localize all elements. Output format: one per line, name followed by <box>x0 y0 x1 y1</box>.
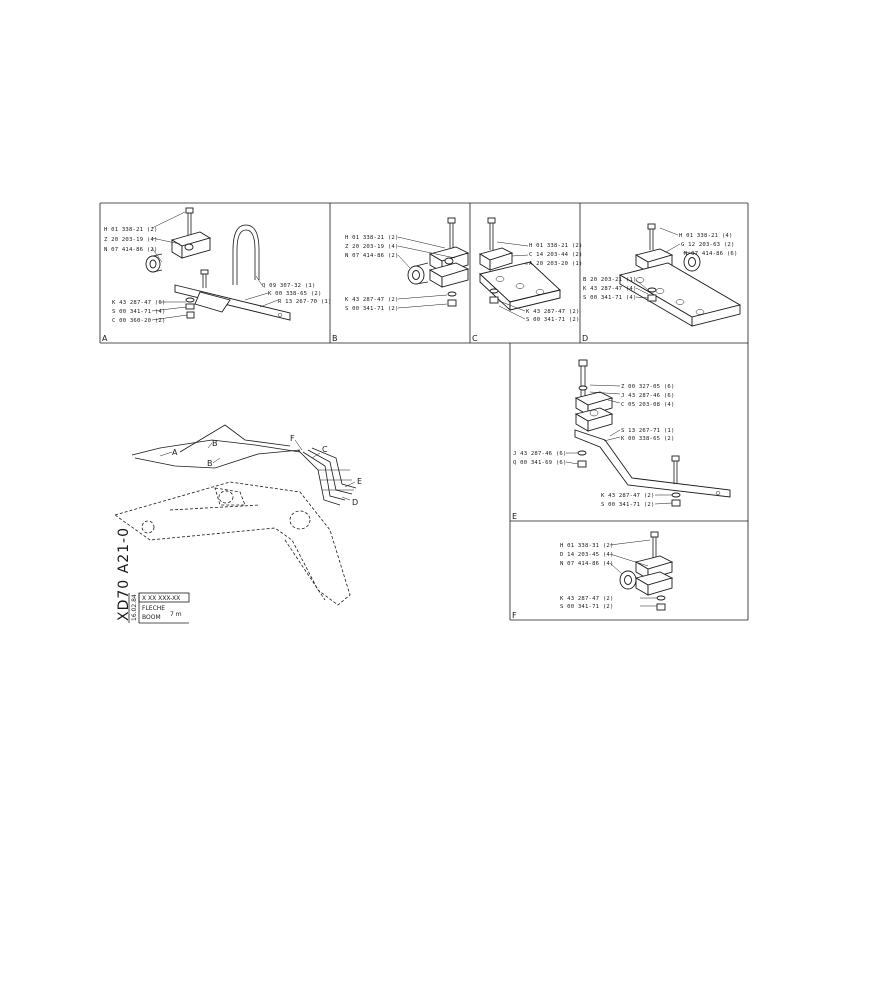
label-d-5: S 00 341-71 (4) <box>583 295 637 301</box>
label-e-4: K 00 338-65 (2) <box>621 436 675 442</box>
label-a-1: Z 20 203-19 (4) <box>104 237 158 243</box>
label-a-4: K 00 338-65 (2) <box>268 291 322 297</box>
label-e-3: S 13 267-71 (1) <box>621 428 675 434</box>
drawing-number: XD70 A21-0 <box>116 527 132 621</box>
drawing-code: X XX XXX-XX <box>142 595 180 602</box>
label-a-3: Q 09 307-32 (1) <box>262 283 316 289</box>
title-block: XD70 A21-0 16.02.84 X XX XXX-XX FLECHE B… <box>116 527 190 624</box>
callout-d: D <box>352 498 358 507</box>
label-a-2: N 07 414-86 (2) <box>104 247 158 253</box>
label-a-6: K 43 287-47 (6) <box>112 300 166 306</box>
drawing-date: 16.02.84 <box>131 594 138 621</box>
label-c-3: K 43 287-47 (2) <box>526 309 580 315</box>
panel-letter-f: F <box>512 611 517 620</box>
panel-f: H 01 338-31 (2) D 14 203-45 (4) N 07 414… <box>512 531 674 620</box>
label-e-6: Q 00 341-69 (6) <box>513 460 567 466</box>
panel-b: H 01 338-21 (2) Z 20 203-19 (4) N 07 414… <box>332 217 470 343</box>
label-b-1: Z 20 203-19 (4) <box>345 244 399 250</box>
label-b-0: H 01 338-21 (2) <box>345 235 399 241</box>
panel-c: H 01 338-21 (2) C 14 203-44 (2) A 20 203… <box>472 217 583 343</box>
label-d-4: K 43 287-47 (4) <box>583 286 637 292</box>
label-f-0: H 01 338-31 (2) <box>560 543 614 549</box>
label-e-2: C 05 203-08 (4) <box>621 402 675 408</box>
label-a-8: C 00 360-20 (2) <box>112 318 166 324</box>
label-f-1: D 14 203-45 (4) <box>560 552 614 558</box>
label-a-7: S 00 341-71 (4) <box>112 309 166 315</box>
label-e-5: J 43 287-46 (6) <box>513 451 567 457</box>
label-b-2: N 07 414-86 (2) <box>345 253 399 259</box>
detail-panels-frame <box>99 202 749 621</box>
label-e-7: K 43 287-47 (2) <box>601 493 655 499</box>
boom-overview: A B B F C E D <box>114 424 362 606</box>
label-e-0: Z 00 327-05 (6) <box>621 384 675 390</box>
callout-f: F <box>290 434 295 443</box>
label-c-1: C 14 203-44 (2) <box>529 252 583 258</box>
label-c-2: A 20 203-20 (1) <box>529 261 583 267</box>
panel-e: Z 00 327-05 (6) J 43 287-46 (6) C 05 203… <box>512 359 731 521</box>
panel-letter-e: E <box>512 512 517 521</box>
label-d-0: H 01 338-21 (4) <box>679 233 733 239</box>
label-f-3: K 43 287-47 (2) <box>560 596 614 602</box>
panel-letter-a: A <box>102 334 108 343</box>
callout-c: C <box>322 445 328 454</box>
label-d-2: N 07 414-86 (6) <box>684 251 738 257</box>
panel-letter-c: C <box>472 334 478 343</box>
label-b-4: S 00 341-71 (2) <box>345 306 399 312</box>
callout-b-2: B <box>207 459 213 468</box>
panel-letter-b: B <box>332 334 338 343</box>
label-a-5: R 13 267-70 (1) <box>278 299 332 305</box>
label-c-0: H 01 338-21 (2) <box>529 243 583 249</box>
label-f-4: S 00 341-71 (2) <box>560 604 614 610</box>
title-fr: FLECHE <box>142 605 165 612</box>
callout-b-1: B <box>212 439 218 448</box>
panel-a: H 01 338-21 (2) Z 20 203-19 (4) N 07 414… <box>102 207 332 343</box>
panel-letter-d: D <box>582 334 588 343</box>
label-b-3: K 43 287-47 (2) <box>345 297 399 303</box>
callout-e: E <box>357 477 362 486</box>
panel-d: H 01 338-21 (4) G 12 203-63 (2) N 07 414… <box>582 223 742 343</box>
label-d-3: B 20 203-21 (1) <box>583 277 637 283</box>
label-e-8: S 00 341-71 (2) <box>601 502 655 508</box>
label-a-0: H 01 338-21 (2) <box>104 227 158 233</box>
label-c-4: S 00 341-71 (2) <box>526 317 580 323</box>
label-d-1: G 12 203-63 (2) <box>681 242 735 248</box>
label-f-2: N 07 414-86 (4) <box>560 561 614 567</box>
label-e-1: J 43 287-46 (6) <box>621 393 675 399</box>
boom-length: 7 m <box>170 611 182 618</box>
title-en: BOOM <box>142 614 161 621</box>
callout-a: A <box>172 448 178 457</box>
